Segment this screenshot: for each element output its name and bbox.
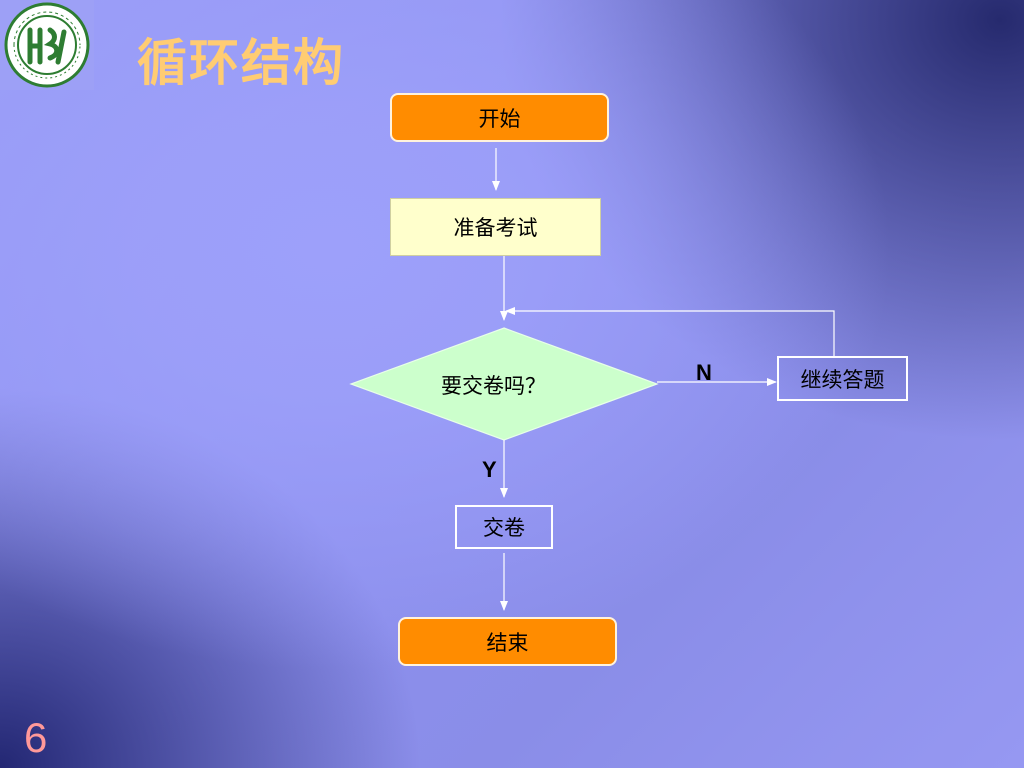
university-seal-icon (4, 2, 90, 88)
loop-back-line (505, 307, 835, 356)
end-node: 结束 (398, 617, 617, 666)
submit-paper-label: 交卷 (483, 516, 525, 540)
yes-branch-label: Y (482, 457, 497, 482)
no-branch-label: N (696, 360, 712, 385)
end-node-label: 结束 (486, 630, 529, 655)
decision-label: 要交卷吗？ (441, 374, 546, 398)
prepare-exam-label: 准备考试 (453, 216, 538, 240)
continue-answering-node: 继续答题 (777, 356, 908, 401)
start-node-label: 开始 (478, 106, 521, 131)
start-node: 开始 (390, 93, 609, 142)
page-number: 6 (24, 714, 48, 761)
prepare-exam-node: 准备考试 (390, 198, 601, 256)
continue-answering-label: 继续答题 (800, 367, 885, 392)
submit-paper-node: 交卷 (455, 505, 553, 549)
slide-title: 循环结构 (137, 34, 345, 92)
university-logo (0, 0, 94, 90)
